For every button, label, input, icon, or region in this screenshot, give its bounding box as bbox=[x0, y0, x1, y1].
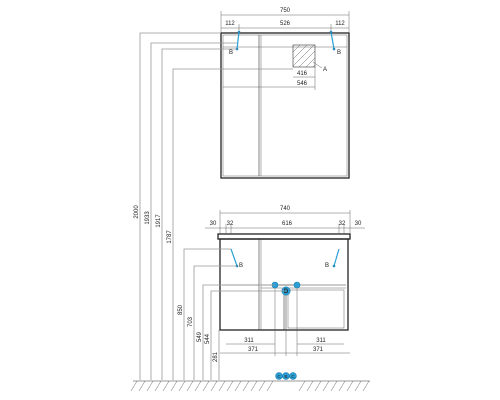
vanity-mount-marker-left: B bbox=[239, 263, 243, 269]
vanity-mount-left bbox=[230, 248, 238, 267]
height-label-2000: 2000 bbox=[134, 205, 140, 219]
height-label-703: 703 bbox=[188, 316, 194, 327]
height-line-703 bbox=[193, 265, 237, 380]
height-line-544 bbox=[210, 290, 286, 380]
detail-leader-a bbox=[312, 61, 323, 69]
mirror-right-offset-label: 112 bbox=[335, 21, 345, 27]
vanity-width-label: 740 bbox=[280, 206, 291, 212]
vanity-bottom-left-inner-label: 311 bbox=[244, 338, 254, 344]
height-label-1933: 1933 bbox=[145, 211, 151, 225]
vanity-bottom-right-inner-label: 311 bbox=[316, 338, 326, 344]
vanity-mount-right bbox=[333, 248, 340, 267]
mirror-light-box bbox=[292, 44, 316, 68]
mirror-left-offset-label: 112 bbox=[225, 21, 235, 27]
floor-connection-label-right: C bbox=[291, 374, 295, 379]
height-line-850 bbox=[183, 248, 231, 380]
height-line-1917 bbox=[161, 48, 237, 380]
mirror-mount-left bbox=[236, 31, 240, 50]
vanity-edge-left-label: 30 bbox=[210, 221, 217, 227]
floor-connection-label-center: B bbox=[284, 374, 287, 379]
floor-connection-label-left: C bbox=[277, 374, 281, 379]
height-line-2000 bbox=[139, 32, 221, 380]
mirror-cabinet-inner-outline bbox=[222, 34, 348, 177]
vanity-bottom-right-outer-label: 371 bbox=[313, 347, 324, 353]
height-label-850: 850 bbox=[178, 304, 184, 315]
height-label-544: 544 bbox=[205, 333, 211, 344]
height-label-1787: 1787 bbox=[167, 230, 173, 244]
detail-marker-a: A bbox=[323, 67, 327, 73]
mirror-mount-right bbox=[330, 31, 335, 50]
vanity-countertop bbox=[217, 233, 351, 240]
mirror-mount-marker-right: B bbox=[337, 50, 341, 56]
mirror-shelf-inner-label: 416 bbox=[297, 71, 308, 77]
drain-marker: D bbox=[284, 289, 289, 295]
vanity-edge-right-label: 30 bbox=[355, 221, 362, 227]
floor-hatching bbox=[130, 380, 370, 392]
vanity-inset-right-label: 32 bbox=[339, 221, 346, 227]
vanity-right-drawer-panel bbox=[287, 289, 345, 329]
height-line-549 bbox=[202, 284, 275, 380]
vanity-mount-marker-right: B bbox=[325, 263, 329, 269]
supply-point-right bbox=[293, 281, 301, 289]
mirror-mount-marker-left: B bbox=[229, 50, 233, 56]
height-dimensions: 2000 1933 1917 1787 850 703 549 544 281 bbox=[134, 32, 293, 380]
mirror-width-label: 750 bbox=[280, 8, 291, 14]
height-label-549: 549 bbox=[197, 331, 203, 342]
mirror-light-box-hatch bbox=[292, 44, 316, 68]
height-line-1787 bbox=[172, 68, 293, 380]
mirror-center-span-label: 526 bbox=[280, 21, 291, 27]
height-label-281: 281 bbox=[213, 351, 219, 362]
vanity-bottom-left-outer-label: 371 bbox=[248, 347, 259, 353]
mirror-shelf-outer-label: 546 bbox=[297, 81, 308, 87]
floor: C B C bbox=[130, 372, 370, 392]
height-line-1933 bbox=[150, 42, 237, 380]
floor-connection-right bbox=[289, 372, 297, 380]
vanity-cabinet: 740 30 32 616 32 30 B B D 311 371 311 bbox=[205, 206, 365, 356]
vanity-inset-left-label: 32 bbox=[227, 221, 234, 227]
mirror-cabinet-outline bbox=[220, 32, 350, 179]
mirror-cabinet: A 750 112 526 112 B B 416 546 bbox=[220, 8, 350, 179]
vanity-center-span-label: 616 bbox=[282, 221, 293, 227]
height-label-1917: 1917 bbox=[156, 214, 162, 228]
